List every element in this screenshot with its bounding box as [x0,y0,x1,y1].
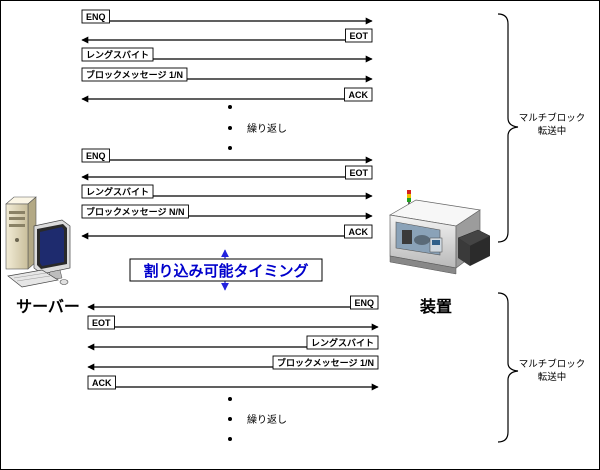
message-label: EOT [92,318,111,328]
message-label: レングスバイト [86,49,149,60]
message-label-box [344,224,373,239]
interrupt-label-box [129,258,323,282]
repeat-label-block1: 繰り返し [247,122,287,135]
repeat-marker-block2: 繰り返し [228,397,287,441]
message-label: レングスバイト [86,186,149,197]
desktop-computer-icon [5,196,71,288]
message-label: ACK [349,90,369,100]
interrupt-label: 割り込み可能タイミング [143,262,308,280]
message-label-box [306,335,379,350]
message-label-box [272,355,379,370]
message-arrow: EOT [81,28,373,44]
repeat-label-block2: 繰り返し [247,413,287,426]
message-label-box [81,9,110,24]
message-arrow: ACK [81,224,373,240]
message-label-box [81,148,110,163]
message-label-box [344,87,373,102]
message-label: EOT [349,168,368,178]
multiblock-bracket-2: マルチブロック 転送中 [497,292,586,443]
message-arrow: レングスバイト [81,47,373,63]
message-label-box [87,315,115,330]
message-arrow: ENQ [87,295,379,311]
group-label-line2: 転送中 [538,371,567,383]
message-label: ブロックメッセージ 1/N [86,69,183,80]
message-label: ブロックメッセージ N/N [86,206,184,217]
message-label: EOT [349,31,368,41]
message-label-box [81,184,154,199]
message-label: ENQ [86,151,106,161]
group-label-line1: マルチブロック [519,358,586,370]
message-arrow: ENQ [81,9,373,25]
device-label: 装置 [419,297,452,316]
message-label: ACK [92,378,112,388]
message-arrow: ブロックメッセージ 1/N [87,355,379,371]
group-label-line2: 転送中 [538,125,567,137]
message-label-box [345,28,373,43]
ellipsis-dot [228,105,232,109]
message-label-box [87,375,116,390]
ellipsis-dot [228,126,232,130]
message-arrow: ENQ [81,148,373,164]
message-label: ブロックメッセージ 1/N [277,357,374,368]
message-label-box [350,295,379,310]
ellipsis-dot [228,437,232,441]
message-label: ENQ [86,12,106,22]
message-label: ENQ [354,298,374,308]
interrupt-timing: 割り込み可能タイミング [129,249,323,291]
message-label-box [81,204,189,219]
message-arrow: レングスバイト [81,184,373,200]
group-label-line1: マルチブロック [519,112,586,124]
message-arrow: ブロックメッセージ N/N [81,204,373,220]
message-arrow: ブロックメッセージ 1/N [81,67,373,83]
message-label: レングスバイト [311,337,374,348]
message-label-box [345,165,373,180]
message-label-box [81,47,154,62]
message-arrow: EOT [81,165,373,181]
multiblock-bracket-1: マルチブロック 転送中 [497,13,586,243]
ellipsis-dot [228,417,232,421]
ellipsis-dot [228,397,232,401]
repeat-marker-block1: 繰り返し [228,105,287,150]
server-label: サーバー [16,298,80,316]
message-arrow: ACK [87,375,379,391]
message-arrow: EOT [87,315,379,331]
message-arrow: ACK [81,87,373,103]
message-label: ACK [349,227,369,237]
industrial-machine-icon [388,190,491,275]
message-arrow: レングスバイト [87,335,379,351]
message-label-box [81,67,188,82]
ellipsis-dot [228,146,232,150]
